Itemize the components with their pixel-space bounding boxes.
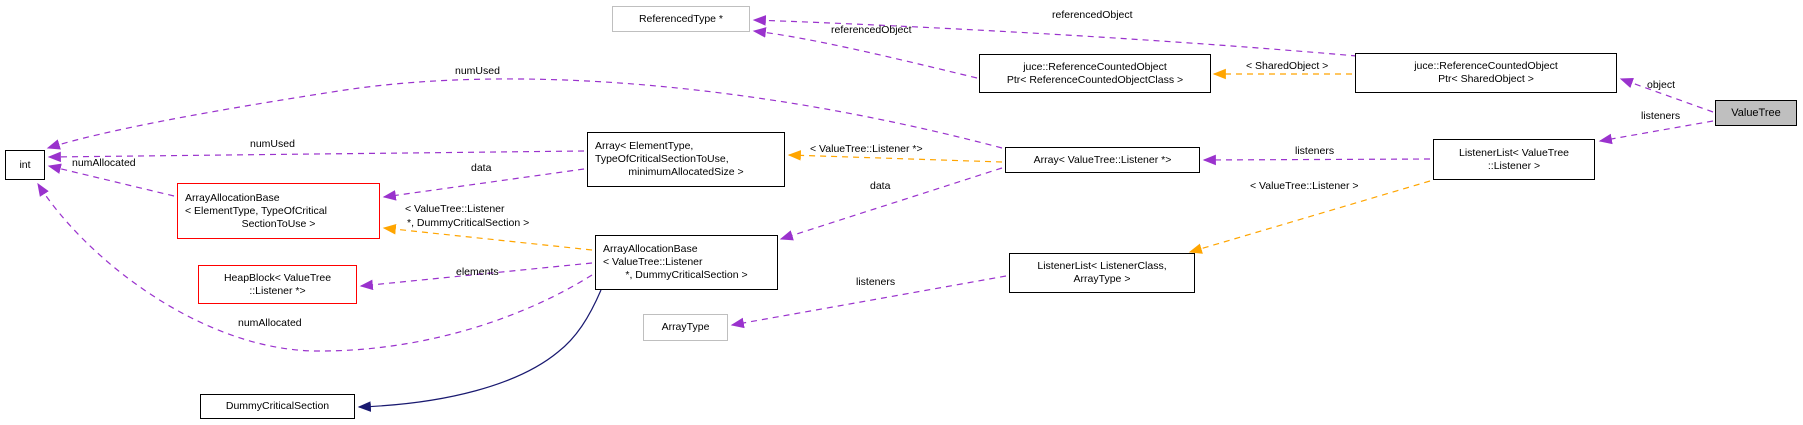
edge-numused-curve: [46, 78, 1003, 150]
edge-elements: [359, 262, 593, 291]
node-ptr-sharedobject[interactable]: juce::ReferenceCountedObject Ptr< Shared…: [1355, 53, 1617, 93]
node-heapblock-valuetree-listener[interactable]: HeapBlock< ValueTree ::Listener *>: [198, 265, 357, 304]
edge-label-sharedobject: < SharedObject >: [1246, 60, 1329, 72]
edge-label-elements: elements: [456, 266, 499, 278]
node-arraytype: ArrayType: [643, 314, 728, 341]
edge-label-referencedobject-lower: referencedObject: [831, 24, 912, 36]
node-listenerlist-listenerclass-arraytype[interactable]: ListenerList< ListenerClass, ArrayType >: [1009, 253, 1195, 293]
node-arrayallocationbase-elementtype[interactable]: ArrayAllocationBase < ElementType, TypeO…: [177, 183, 380, 239]
edge-label-numused-curve: numUsed: [455, 65, 500, 77]
node-int[interactable]: int: [5, 150, 45, 180]
node-arrayallocationbase-valuetree-listener[interactable]: ArrayAllocationBase < ValueTree::Listene…: [595, 235, 778, 290]
node-array-valuetree-listener[interactable]: Array< ValueTree::Listener *>: [1005, 147, 1200, 173]
edge-label-numallocated: numAllocated: [72, 157, 136, 169]
edge-label-data-upper: data: [471, 162, 492, 174]
edge-label-data-lower: data: [870, 180, 891, 192]
edge-referencedobject-upper: [752, 15, 1358, 57]
edge-numused: [47, 150, 585, 163]
node-listenerlist-valuetree-listener[interactable]: ListenerList< ValueTree ::Listener >: [1433, 139, 1595, 180]
node-valuetree: ValueTree: [1715, 100, 1797, 126]
edge-object: [1619, 78, 1714, 113]
edge-label-aab-template-line1: < ValueTree::Listener: [405, 203, 505, 215]
edge-label-referencedobject-upper: referencedObject: [1052, 9, 1133, 21]
edge-numallocated: [47, 163, 175, 197]
edge-label-object: object: [1647, 79, 1676, 91]
edge-label-aab-template-line2: *, DummyCriticalSection >: [407, 217, 530, 229]
edge-listeners-listenerlist: [1202, 154, 1431, 166]
edge-listeners-valuetree: [1598, 120, 1714, 145]
node-ptr-referencecountedobjectclass[interactable]: juce::ReferenceCountedObject Ptr< Refere…: [979, 54, 1211, 93]
node-referenced-type: ReferencedType *: [612, 6, 750, 32]
edge-label-listeners-valuetree: listeners: [1641, 110, 1681, 122]
edge-label-numallocated-curve: numAllocated: [238, 317, 302, 329]
edge-aab-template: [382, 223, 593, 251]
edge-listeners-arraytype: [730, 275, 1007, 329]
edge-label-listeners-listenerlist: listeners: [1295, 145, 1335, 157]
edge-label-valuetree-listener: < ValueTree::Listener >: [1250, 180, 1359, 192]
edge-numallocated-curve: [37, 182, 593, 352]
edge-data-upper: [382, 168, 585, 201]
edge-data-lower: [779, 167, 1003, 241]
edge-referencedobject-lower: [752, 27, 978, 79]
edge-valuetree-listener-ptr-template: [787, 150, 1003, 163]
edge-label-listeners-arraytype: listeners: [856, 276, 896, 288]
edge-valuetree-listener-template: [1188, 180, 1431, 254]
edge-inheritance-dummycriticalsection: [357, 289, 602, 412]
edge-label-numused: numUsed: [250, 138, 295, 150]
node-array-elementtype[interactable]: Array< ElementType, TypeOfCriticalSectio…: [587, 132, 785, 187]
edge-label-valuetree-listener-ptr: < ValueTree::Listener *>: [810, 143, 923, 155]
node-dummycriticalsection[interactable]: DummyCriticalSection: [200, 394, 355, 419]
